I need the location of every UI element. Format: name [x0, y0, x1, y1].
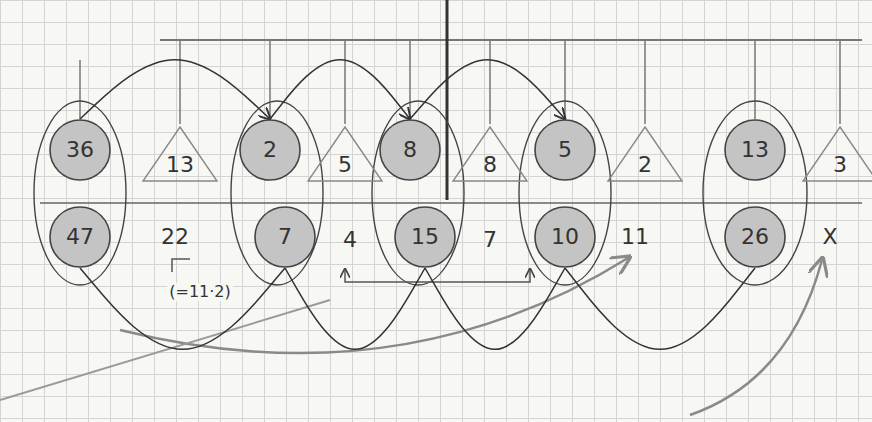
- number-circle: 8: [379, 119, 441, 181]
- note-number: 7: [483, 228, 497, 252]
- number-text: 13: [166, 154, 194, 176]
- triangle-weight: 2: [607, 126, 683, 182]
- number-text: 47: [66, 226, 94, 248]
- number-circle: 36: [49, 119, 111, 181]
- note-number: 4: [343, 228, 357, 252]
- number-circle: 2: [239, 119, 301, 181]
- number-text: 5: [558, 139, 572, 161]
- group-ellipses: [34, 101, 807, 285]
- connector-curve: [565, 268, 755, 349]
- triangle-weight: 8: [452, 126, 528, 182]
- triangle-weight: 3: [802, 126, 872, 182]
- top-bar: [160, 39, 862, 41]
- grey-arrow: [120, 258, 628, 353]
- number-circle: 13: [724, 119, 786, 181]
- number-circle: 7: [254, 206, 316, 268]
- connector-curve: [425, 268, 565, 349]
- fraction-line: [40, 202, 862, 204]
- number-text: 26: [741, 226, 769, 248]
- number-text: 5: [338, 154, 352, 176]
- note-number: X: [822, 225, 837, 249]
- connector-curve: [80, 268, 285, 349]
- number-text: 2: [263, 139, 277, 161]
- triangle-weight: 13: [142, 126, 218, 182]
- number-text: 10: [551, 226, 579, 248]
- number-circle: 47: [49, 206, 111, 268]
- hanging-strings: [80, 40, 840, 124]
- grey-arrow: [690, 260, 822, 415]
- note-number: (=11·2): [167, 283, 233, 301]
- connector-curve: [270, 60, 410, 119]
- note-number: 11: [621, 225, 649, 249]
- number-text: 3: [833, 154, 847, 176]
- number-circle: 15: [394, 206, 456, 268]
- number-circle: 26: [724, 206, 786, 268]
- triangle-weight: 5: [307, 126, 383, 182]
- number-text: 13: [741, 139, 769, 161]
- number-text: 8: [483, 154, 497, 176]
- number-circle: 10: [534, 206, 596, 268]
- range-arrow: [345, 270, 530, 282]
- connector-curve: [410, 60, 565, 119]
- number-text: 15: [411, 226, 439, 248]
- number-text: 2: [638, 154, 652, 176]
- number-text: 8: [403, 139, 417, 161]
- center-pole: [446, 0, 449, 200]
- connector-curve: [285, 268, 425, 349]
- bracket-mark: [172, 259, 190, 272]
- connector-curve: [80, 60, 270, 119]
- grey-stroke: [0, 300, 330, 400]
- number-circle: 5: [534, 119, 596, 181]
- note-number: 22: [161, 225, 189, 249]
- number-text: 7: [278, 226, 292, 248]
- number-text: 36: [66, 139, 94, 161]
